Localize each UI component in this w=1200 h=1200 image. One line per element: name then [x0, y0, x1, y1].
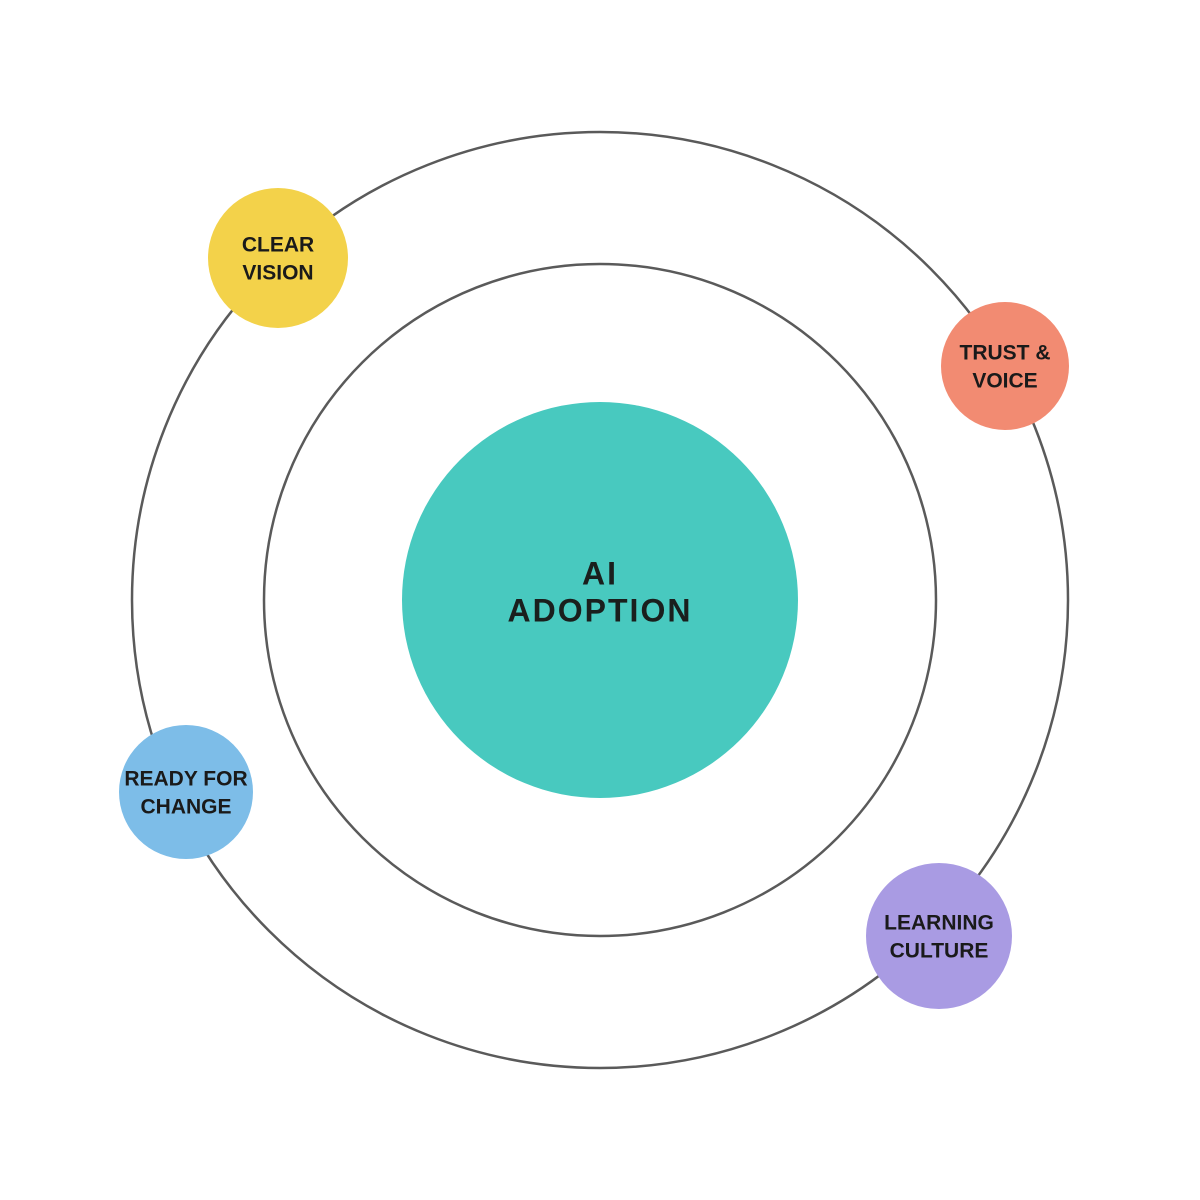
learning-culture-circle	[866, 863, 1012, 1009]
node-ready-for-change: READY FOR CHANGE	[119, 725, 253, 859]
learning-culture-label-line2: CULTURE	[890, 940, 989, 963]
trust-voice-label-line1: TRUST &	[960, 342, 1051, 365]
clear-vision-label-line2: VISION	[242, 262, 313, 285]
ready-for-change-circle	[119, 725, 253, 859]
inner-orbit	[262, 262, 938, 938]
center-circle	[402, 402, 798, 798]
trust-voice-label-line2: VOICE	[972, 370, 1037, 393]
trust-voice-circle	[941, 302, 1069, 430]
node-clear-vision: CLEAR VISION	[208, 188, 348, 328]
node-learning-culture: LEARNING CULTURE	[866, 863, 1012, 1009]
node-trust-voice: TRUST & VOICE	[941, 302, 1069, 430]
center-label-line2: ADOPTION	[508, 592, 693, 628]
center-label-line1: AI	[582, 555, 618, 591]
clear-vision-label-line1: CLEAR	[242, 234, 314, 257]
outer-orbit	[130, 130, 1070, 1070]
ready-for-change-label-line1: READY FOR	[124, 768, 247, 791]
center-node: AI ADOPTION	[402, 402, 798, 798]
learning-culture-label-line1: LEARNING	[884, 912, 994, 935]
clear-vision-circle	[208, 188, 348, 328]
ready-for-change-label-line2: CHANGE	[140, 796, 231, 819]
